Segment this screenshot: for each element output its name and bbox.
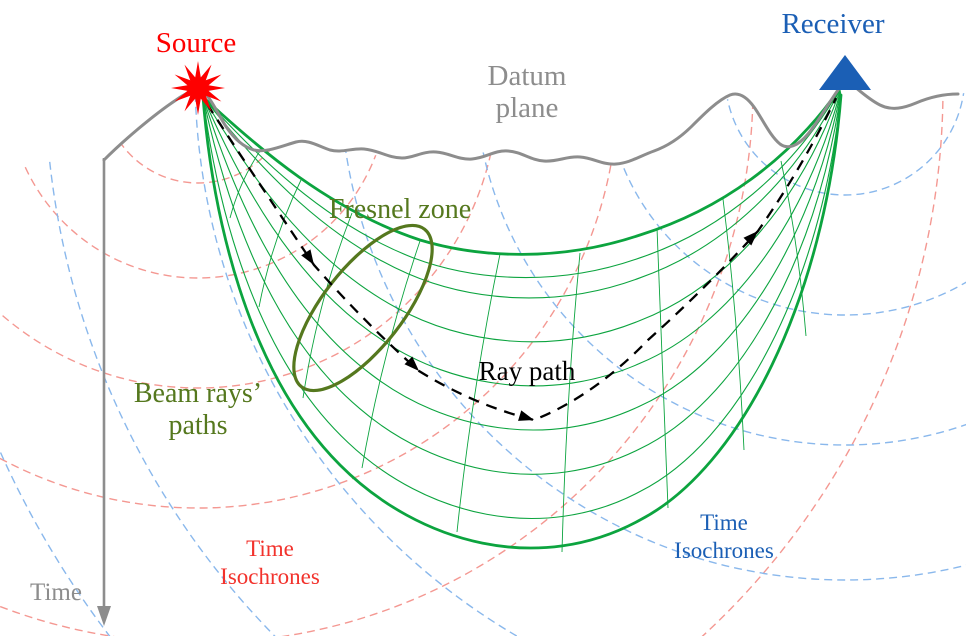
beam-wavefront-line: [780, 160, 807, 337]
time-isochrones-right-label-line1: Time: [700, 510, 748, 535]
beam-wavefront-line: [361, 240, 421, 469]
beam-ray-path: [202, 88, 841, 299]
receiver-label: Receiver: [781, 8, 884, 40]
blue-isochrone-arc: [724, 79, 966, 196]
ray-path-label: Ray path: [479, 356, 576, 386]
time-axis-down-arrow-icon: [97, 606, 111, 626]
source-label: Source: [156, 27, 237, 59]
beam-rays-label-line2: paths: [168, 410, 227, 441]
datum-plane-line: [102, 80, 960, 166]
ray-path-arrowhead-icon: [743, 231, 758, 246]
beam-lower-envelope: [201, 93, 843, 550]
ray-path-group: [206, 97, 838, 422]
beam-rays-group: [201, 86, 843, 553]
receiver-triangle-icon: [819, 55, 871, 90]
beam-rays-label-line1: Beam rays’: [134, 378, 262, 409]
beam-ray-path: [202, 93, 842, 475]
beam-wavefront-line: [302, 212, 353, 399]
blue-isochrone-arc: [604, 79, 966, 316]
red-isochrone-arc: [0, 79, 754, 636]
fresnel-zone-label: Fresnel zone: [329, 194, 471, 225]
beam-wavefront-line: [456, 253, 501, 533]
datum-plane-label-line1: Datum: [488, 60, 567, 92]
beam-ray-path: [202, 91, 842, 387]
datum-plane-label-line2: plane: [496, 92, 559, 124]
beam-ray-path: [202, 88, 841, 279]
time-isochrones-right-label-line2: Isochrones: [674, 538, 774, 563]
ray-path-arrowhead-icon: [301, 249, 314, 265]
beam-wavefront-line: [229, 147, 263, 219]
time-axis-label: Time: [30, 579, 82, 606]
blue-isochrone-arc: [194, 79, 966, 636]
fresnel-zone-ellipse: [292, 223, 434, 393]
beam-wavefront-line: [258, 179, 302, 308]
beam-wavefront-line: [722, 198, 745, 451]
blue-isochrone-arc: [339, 79, 966, 581]
beam-ray-path: [202, 89, 841, 343]
ray-path-arrowhead-icon: [518, 410, 534, 421]
time-isochrones-left-label-line1: Time: [246, 536, 294, 561]
beam-ray-path: [202, 94, 842, 519]
time-axis-group: [97, 158, 111, 626]
time-isochrones-left-label-line2: Isochrones: [220, 564, 320, 589]
beam-ray-path: [202, 92, 842, 431]
ray-path-arrowhead-icon: [404, 356, 419, 371]
beam-wavefront-line: [561, 252, 581, 553]
source-starburst-icon: [171, 61, 225, 115]
beam-wavefront-line: [656, 227, 669, 509]
beam-upper-envelope: [201, 86, 842, 256]
